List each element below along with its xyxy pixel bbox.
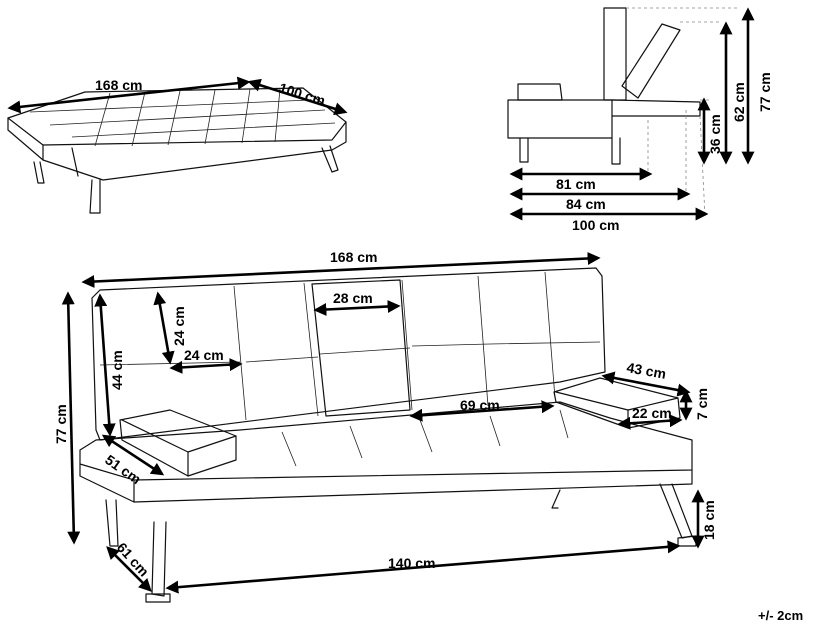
tuft-height-dim bbox=[153, 291, 175, 365]
leg-depth-dim bbox=[106, 546, 152, 592]
back-height-label: 44 cm bbox=[109, 350, 125, 390]
leg-height-label: 18 cm bbox=[701, 500, 717, 540]
side-depth-bed-label: 100 cm bbox=[572, 217, 619, 233]
armrest-length-label: 43 cm bbox=[625, 359, 667, 382]
tuft-height-label: 24 cm bbox=[171, 306, 187, 346]
side-depth-sofa-label: 81 cm bbox=[556, 176, 596, 192]
seat-length-label: 140 cm bbox=[388, 555, 435, 571]
tolerance-note: +/- 2cm bbox=[758, 608, 803, 623]
front-total-height-label: 77 cm bbox=[53, 404, 69, 444]
side-depth-mid-label: 84 cm bbox=[566, 196, 606, 212]
front-total-width-label: 168 cm bbox=[330, 249, 377, 265]
tuft-width-dim bbox=[169, 358, 243, 374]
top-depth-label: 100 cm bbox=[277, 80, 327, 109]
front-total-width-dim bbox=[81, 251, 601, 289]
side-arm-height-label: 36 cm bbox=[707, 114, 723, 154]
cushion-width-dim bbox=[313, 300, 401, 316]
tuft-width-label: 24 cm bbox=[184, 347, 224, 363]
bed-mode-view: 168 cm 100 cm bbox=[7, 76, 348, 214]
seat-length-dim bbox=[165, 540, 681, 594]
armrest-length-dim bbox=[601, 371, 691, 397]
side-total-height-label: 77 cm bbox=[757, 72, 773, 112]
front-perspective-view: 168 cm 28 cm 24 cm 24 cm 44 cm 77 cm 51 … bbox=[53, 249, 717, 603]
seat-depth-dim bbox=[409, 400, 555, 422]
seat-depth-label: 69 cm bbox=[460, 397, 500, 413]
side-back-height-label: 62 cm bbox=[731, 82, 747, 122]
armrest-depth-dim bbox=[101, 434, 165, 476]
top-depth-dim bbox=[247, 78, 348, 116]
side-profile-view: 77 cm 62 cm 36 cm 81 cm 84 cm 100 cm bbox=[507, 7, 773, 233]
back-height-dim bbox=[94, 293, 116, 437]
cushion-width-label: 28 cm bbox=[333, 290, 373, 306]
armrest-thickness-label: 7 cm bbox=[694, 388, 710, 420]
armrest-width-label: 22 cm bbox=[632, 405, 672, 421]
top-width-dim bbox=[7, 76, 251, 114]
front-total-height-dim bbox=[61, 291, 81, 545]
top-width-label: 168 cm bbox=[95, 77, 142, 93]
armrest-width-dim bbox=[617, 414, 683, 430]
